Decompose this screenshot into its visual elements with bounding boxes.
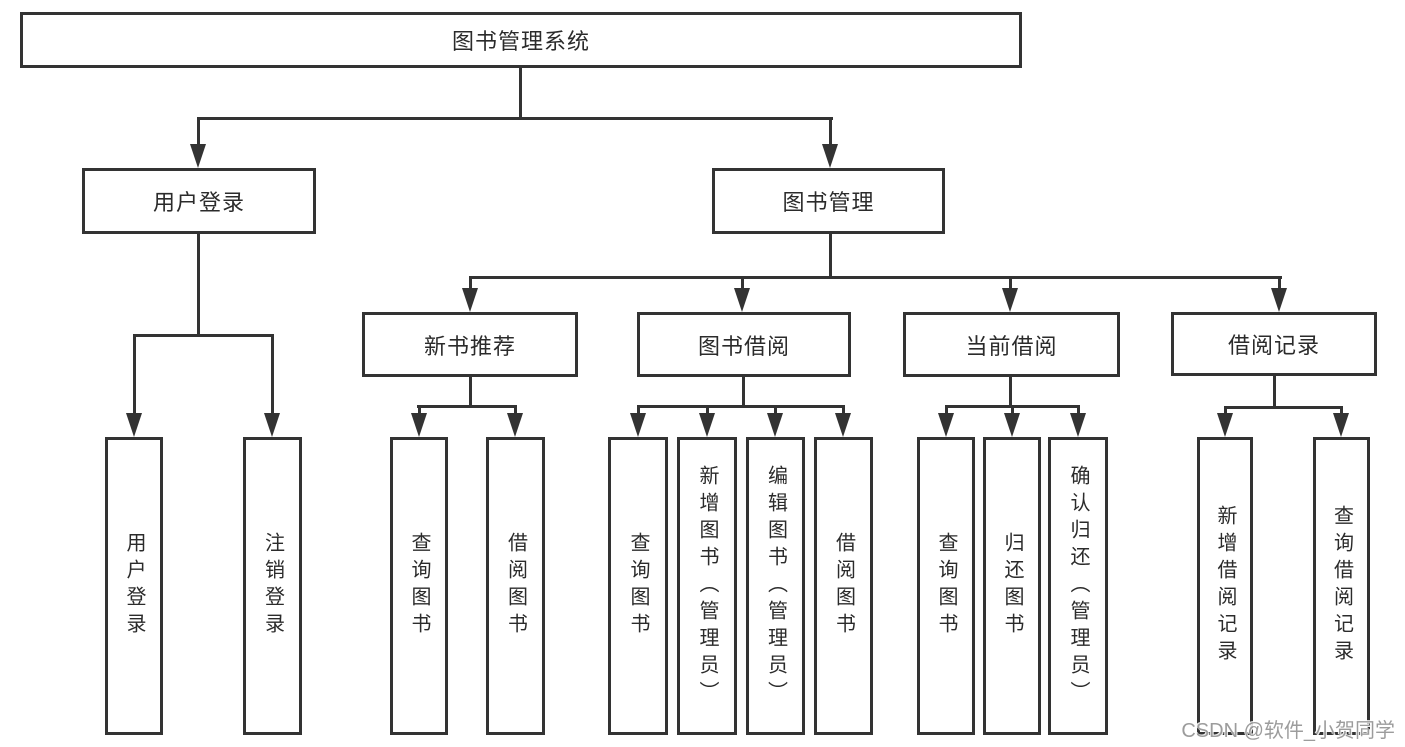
node-label: 查询图书	[408, 532, 430, 640]
arrow-down-icon	[1217, 413, 1233, 437]
arrow-down-icon	[462, 288, 478, 312]
arrow-down-icon	[411, 413, 427, 437]
node-label: 查询图书	[935, 532, 957, 640]
connector-line	[1224, 406, 1343, 409]
leaf-query-books-borrowing: 查询图书	[608, 437, 668, 735]
connector-line	[133, 334, 274, 337]
arrow-down-icon	[264, 413, 280, 437]
csdn-watermark: CSDN @软件_小贺同学	[1181, 720, 1395, 742]
connector-line	[1278, 276, 1281, 290]
connector-line	[741, 276, 744, 290]
node-book-borrowing: 图书借阅	[637, 312, 851, 377]
connector-line	[637, 405, 640, 415]
leaf-borrow-books: 借阅图书	[814, 437, 873, 735]
arrow-down-icon	[822, 144, 838, 168]
connector-line	[1273, 375, 1276, 408]
leaf-query-books-current: 查询图书	[917, 437, 975, 735]
connector-line	[829, 117, 832, 146]
leaf-query-books-recommend: 查询图书	[390, 437, 448, 735]
leaf-borrow-books-recommend: 借阅图书	[486, 437, 545, 735]
node-current-borrowing: 当前借阅	[903, 312, 1120, 377]
node-label: 编辑图书（管理员）	[764, 464, 787, 708]
arrow-down-icon	[1004, 413, 1020, 437]
arrow-down-icon	[1271, 288, 1287, 312]
node-label: 注销登录	[261, 532, 284, 640]
node-label: 图书管理系统	[451, 29, 590, 54]
leaf-add-borrow-record: 新增借阅记录	[1197, 437, 1253, 735]
connector-line	[197, 117, 200, 146]
arrow-down-icon	[1333, 413, 1349, 437]
node-user-login: 用户登录	[82, 168, 316, 234]
node-label: 借阅记录	[1227, 333, 1320, 358]
node-label: 查询借阅记录	[1330, 505, 1353, 667]
connector-line	[417, 405, 517, 408]
arrow-down-icon	[126, 413, 142, 437]
arrow-down-icon	[1002, 288, 1018, 312]
connector-line	[1009, 276, 1012, 290]
leaf-add-books-admin: 新增图书（管理员）	[677, 437, 737, 735]
node-label: 借阅图书	[504, 532, 527, 640]
connector-line	[774, 405, 777, 415]
connector-line	[945, 405, 948, 415]
connector-line	[829, 233, 832, 279]
connector-line	[1077, 405, 1080, 415]
node-label: 归还图书	[1001, 532, 1023, 640]
leaf-return-books: 归还图书	[983, 437, 1041, 735]
node-label: 新增图书（管理员）	[696, 464, 718, 708]
node-label: 新增借阅记录	[1214, 505, 1236, 667]
connector-line	[469, 276, 472, 290]
node-label: 图书管理	[782, 190, 875, 215]
leaf-logout: 注销登录	[243, 437, 302, 735]
arrow-down-icon	[835, 413, 851, 437]
node-label: 借阅图书	[832, 532, 855, 640]
node-label: 新书推荐	[423, 333, 516, 359]
arrow-down-icon	[938, 413, 954, 437]
connector-line	[1224, 406, 1227, 415]
node-library-management-system: 图书管理系统	[20, 12, 1022, 68]
connector-line	[197, 234, 200, 337]
connector-line	[469, 276, 1282, 279]
leaf-user-login: 用户登录	[105, 437, 163, 735]
connector-line	[1009, 377, 1012, 407]
arrow-down-icon	[767, 413, 783, 437]
arrow-down-icon	[190, 144, 206, 168]
connector-line	[706, 405, 709, 415]
connector-line	[637, 405, 845, 408]
node-label: 用户登录	[152, 190, 245, 215]
connector-line	[514, 405, 517, 415]
connector-line	[742, 377, 745, 407]
connector-line	[842, 405, 845, 415]
connector-line	[197, 117, 833, 120]
node-label: 当前借阅	[965, 333, 1058, 359]
connector-line	[133, 334, 136, 415]
connector-line	[1340, 406, 1343, 415]
connector-line	[1011, 405, 1014, 415]
arrow-down-icon	[699, 413, 715, 437]
leaf-edit-books-admin: 编辑图书（管理员）	[746, 437, 805, 735]
node-label: 图书借阅	[697, 333, 790, 359]
node-borrowing-records: 借阅记录	[1171, 312, 1377, 376]
connector-line	[418, 405, 421, 415]
connector-line	[469, 377, 472, 407]
connector-line	[519, 68, 522, 119]
arrow-down-icon	[507, 413, 523, 437]
leaf-confirm-return-admin: 确认归还（管理员）	[1048, 437, 1108, 735]
leaf-query-borrow-record: 查询借阅记录	[1313, 437, 1370, 735]
node-book-management: 图书管理	[712, 168, 945, 234]
node-new-book-recommendation: 新书推荐	[362, 312, 578, 377]
arrow-down-icon	[630, 413, 646, 437]
node-label: 查询图书	[627, 532, 649, 640]
connector-line	[271, 334, 274, 415]
node-label: 用户登录	[123, 532, 145, 640]
node-label: 确认归还（管理员）	[1067, 464, 1089, 708]
arrow-down-icon	[1070, 413, 1086, 437]
arrow-down-icon	[734, 288, 750, 312]
